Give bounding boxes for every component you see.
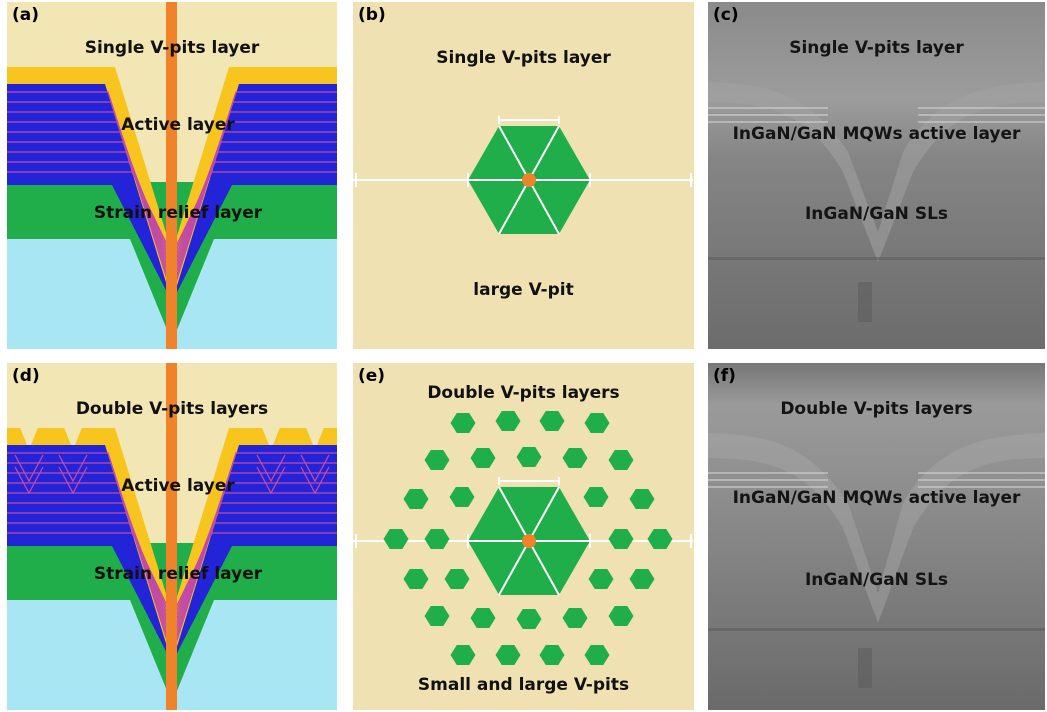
panel-d-double-vpit-cross-section: (d) Double V-pits layers Active layer St… (7, 363, 337, 710)
small-vpit-hexagon (562, 448, 588, 468)
small-vpit-hexagon (608, 450, 634, 470)
top-layer-label: Double V-pits layers (75, 399, 269, 419)
panel-tag: (e) (358, 366, 386, 386)
mqw-bright-lines (708, 472, 1045, 488)
double-vpit-top-view (353, 411, 693, 665)
small-vpit-hexagon (539, 411, 565, 431)
top-layer-label: Single V-pits layer (789, 38, 964, 58)
dislocation-core-dot (522, 173, 536, 187)
tem-micrograph-single (708, 2, 1045, 349)
panel-tag: (d) (12, 366, 40, 386)
small-vpit-openings (19, 425, 325, 445)
small-vpit-hexagon (403, 489, 429, 509)
dislocation-core-dot (522, 534, 536, 548)
single-vpit-schematic (7, 2, 337, 349)
threading-dislocation-line (166, 363, 177, 710)
panel-c-single-vpit-tem: (c) Single V-pits layer InGaN/GaN MQWs a… (708, 2, 1045, 349)
interface-line (708, 257, 1045, 260)
top-layer-label: Double V-pits layers (780, 399, 973, 419)
small-vpit-hexagon (629, 489, 655, 509)
strain-relief-layer-label: Strain relief layer (93, 203, 263, 223)
small-vpit-hexagon (516, 609, 542, 629)
small-vpit-hexagon (383, 529, 409, 549)
small-vpit-hexagon (583, 487, 609, 507)
panel-b-single-vpit-top-view: (b) Single V-pits layer large V-pit (353, 2, 694, 349)
active-layer (7, 84, 337, 302)
dislocation-contrast (858, 282, 872, 322)
top-layer-label: Single V-pits layer (436, 48, 611, 68)
vpit-size-label: large V-pit (473, 280, 574, 300)
small-vpit-hexagon (495, 411, 521, 431)
mqw-label: InGaN/GaN MQWs active layer (732, 488, 1021, 508)
panel-f-double-vpit-tem: (f) Double V-pits layers InGaN/GaN MQWs … (708, 363, 1045, 710)
small-vpit-hexagon (495, 645, 521, 665)
mqw-label: InGaN/GaN MQWs active layer (732, 124, 1021, 144)
active-layer-label: Active layer (121, 476, 235, 496)
micrograph-background (708, 363, 1045, 710)
small-vpit-hexagon (629, 569, 655, 589)
small-vpit-hexagon (424, 450, 450, 470)
small-vpit-well-lines (14, 454, 330, 495)
top-layer-label: Double V-pits layers (427, 383, 620, 403)
panel-tag: (b) (358, 5, 386, 25)
dislocation-contrast (858, 648, 872, 688)
panel-tag: (f) (713, 366, 736, 386)
small-vpit-hexagon (470, 448, 496, 468)
small-vpit-hexagon (450, 413, 476, 433)
panel-tag: (a) (12, 5, 40, 25)
tem-micrograph-double (708, 363, 1045, 710)
small-vpit-hexagon (424, 529, 450, 549)
small-vpit-hexagon (403, 569, 429, 589)
small-vpit-hexagon (608, 529, 634, 549)
small-vpit-hexagon (584, 413, 610, 433)
small-vpit-hexagon (647, 529, 673, 549)
vpit-contrast (708, 82, 1045, 262)
active-layer (7, 445, 337, 663)
top-layer-label: Single V-pits layer (84, 38, 260, 58)
superlattice-label: InGaN/GaN SLs (804, 570, 949, 590)
small-vpit-hexagon (424, 606, 450, 626)
small-vpit-hexagon (516, 447, 542, 467)
strain-relief-layer-label: Strain relief layer (93, 564, 263, 584)
single-vpit-top-view (353, 116, 693, 235)
interface-line (708, 628, 1045, 631)
small-vpit-hexagon (608, 606, 634, 626)
vpit-contrast (708, 433, 1045, 623)
small-vpit-hexagon (588, 569, 614, 589)
small-vpit-hexagon (539, 645, 565, 665)
panel-e-double-vpit-top-view: (e) Double V-pits layers Small and large… (353, 363, 694, 710)
small-vpit-hexagon (444, 569, 470, 589)
small-vpit-hexagons (383, 411, 673, 665)
panel-tag: (c) (713, 5, 739, 25)
superlattice-label: InGaN/GaN SLs (804, 204, 949, 224)
panel-a-single-vpit-cross-section: (a) Single V-pits layer Active layer Str… (7, 2, 337, 349)
small-vpit-hexagon (562, 608, 588, 628)
small-vpit-hexagon (449, 487, 475, 507)
active-layer-label: Active layer (121, 115, 235, 135)
vpit-size-label: Small and large V-pits (417, 675, 630, 695)
threading-dislocation-line (166, 2, 177, 349)
small-vpit-hexagon (470, 608, 496, 628)
double-vpit-schematic (7, 363, 337, 710)
small-vpit-hexagon (450, 645, 476, 665)
micrograph-background (708, 2, 1045, 349)
mqw-bright-lines (708, 107, 1045, 123)
small-vpit-hexagon (584, 645, 610, 665)
